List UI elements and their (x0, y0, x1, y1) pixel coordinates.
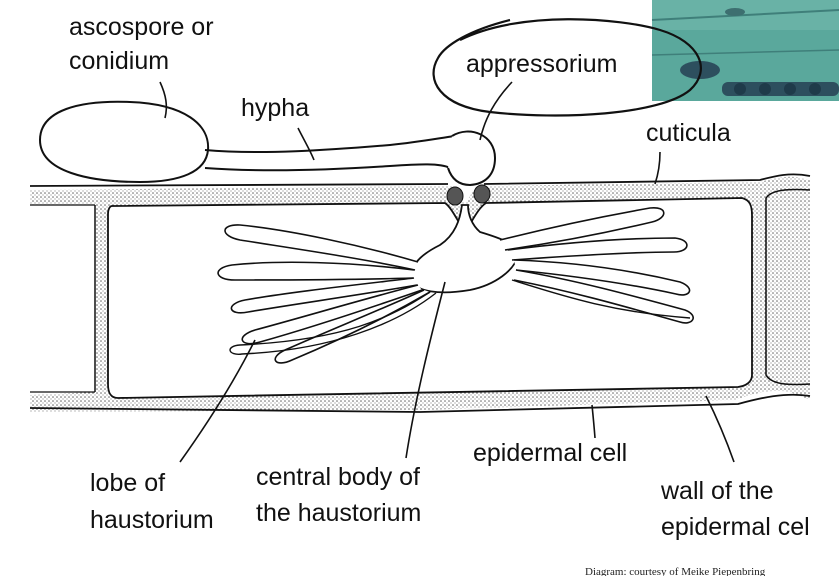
cuticula-label: cuticula (646, 119, 731, 147)
appressorium (446, 130, 497, 206)
leader-lobe (179, 339, 256, 463)
leader-appressorium (479, 81, 513, 141)
micrograph-inset (651, 0, 839, 101)
wall-label-line1: wall of the (661, 477, 774, 505)
leader-ascospore (159, 81, 168, 119)
leader-epidermal-cell (591, 404, 596, 439)
ascospore-label-line1: ascospore or (69, 13, 214, 41)
hypha-label: hypha (241, 94, 310, 122)
lobe-label-line2: haustorium (90, 506, 214, 534)
hypha (204, 135, 456, 172)
leader-hypha (297, 127, 315, 161)
central-body-label-line2: the haustorium (256, 499, 422, 527)
diagram-credit: Diagram: courtesy of Meike Piepenbring (585, 566, 766, 576)
appressorium-label: appressorium (466, 50, 618, 78)
epidermal-cell-label: epidermal cell (473, 439, 628, 467)
lobe-label-line1: lobe of (90, 469, 166, 497)
leader-wall (705, 395, 735, 463)
central-body-label-line1: central body of (256, 463, 420, 491)
wall-label-line2: epidermal cel (661, 513, 810, 541)
leader-cuticula (654, 151, 661, 185)
ascospore-label-line2: conidium (69, 47, 170, 75)
leader-lines (159, 81, 735, 463)
highlight-circle (432, 18, 702, 117)
leader-central-body (405, 281, 446, 459)
haustorium (217, 204, 694, 364)
